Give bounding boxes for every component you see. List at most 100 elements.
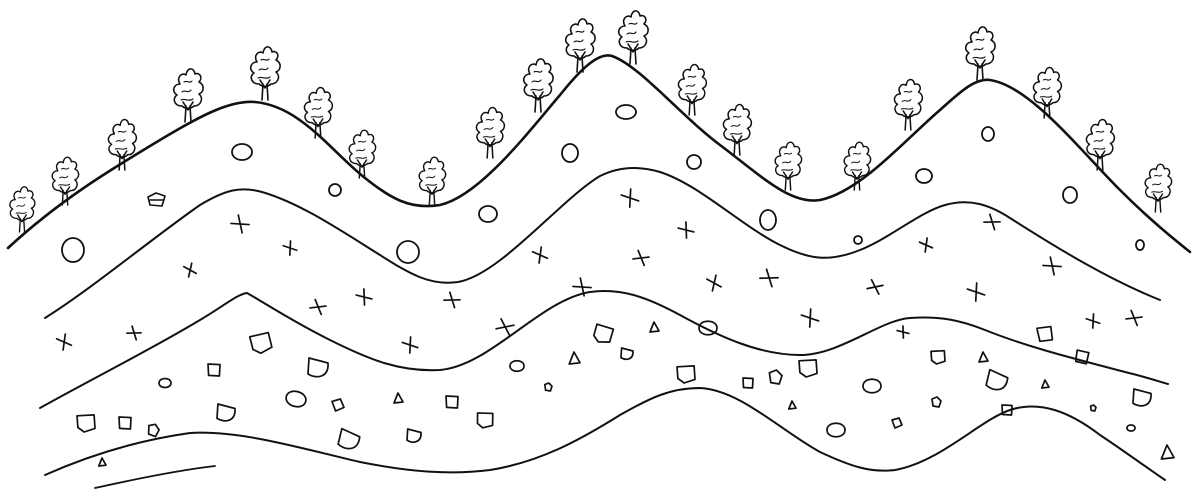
pebble-symbol	[338, 428, 361, 450]
pebble-symbol	[931, 351, 945, 364]
pebble-symbol	[1091, 405, 1096, 411]
pebble-symbol	[407, 429, 421, 442]
boundary-line-1	[45, 168, 1160, 318]
cross-symbol	[355, 288, 372, 305]
tree-icon	[524, 59, 553, 112]
cross-symbol	[983, 213, 1002, 232]
pebble-symbol	[799, 360, 817, 377]
cross-symbol	[230, 214, 250, 234]
ground-surface-line	[8, 55, 1190, 252]
pebble-symbol	[510, 361, 524, 372]
tree-icon	[1086, 120, 1114, 170]
cross-symbol	[443, 291, 462, 310]
cross-symbol	[1042, 256, 1062, 276]
pebble-symbol	[394, 393, 403, 403]
cross-symbol	[620, 188, 641, 209]
pebble-symbol	[217, 404, 235, 421]
tree-icon	[775, 142, 801, 190]
cross-symbol	[282, 240, 298, 256]
pebble-symbol	[863, 379, 881, 393]
pebble-symbol	[827, 423, 845, 437]
cross-symbol	[631, 248, 651, 268]
tree-group	[10, 11, 1172, 232]
pebble-symbol	[986, 369, 1009, 391]
pebble-symbol	[1133, 389, 1151, 406]
tree-icon	[52, 157, 78, 205]
cross-symbol	[530, 245, 550, 265]
cross-symbol	[54, 332, 74, 352]
cross-symbol	[677, 221, 694, 238]
pebble-symbol	[789, 401, 796, 409]
circle-symbol	[854, 236, 862, 244]
cross-symbol	[865, 277, 886, 298]
cross-symbol	[966, 282, 987, 303]
tree-icon	[1033, 68, 1061, 118]
tree-icon	[349, 130, 375, 178]
cross-symbol	[704, 273, 725, 294]
tree-icon	[10, 187, 35, 232]
cross-symbol	[759, 268, 780, 289]
tree-icon	[678, 65, 706, 115]
cross-symbol	[181, 261, 199, 279]
pebble-symbol	[147, 423, 160, 437]
tree-icon	[894, 80, 922, 130]
pebble-symbol	[148, 193, 165, 206]
pebble-symbol	[159, 379, 171, 388]
pebble-symbol	[1042, 380, 1049, 388]
pebble-symbol	[332, 399, 344, 411]
pebble-layer-symbols	[77, 321, 1174, 466]
pebble-symbol	[979, 352, 988, 362]
tree-icon	[966, 27, 995, 80]
circle-symbol	[479, 206, 497, 222]
cross-symbol	[896, 325, 909, 338]
circle-symbol	[62, 238, 84, 262]
tree-icon	[476, 108, 504, 158]
pebble-symbol	[119, 417, 131, 429]
circle-symbol	[232, 144, 252, 160]
pebble-symbol	[650, 322, 659, 332]
pebble-symbol	[743, 378, 753, 388]
pebble-symbol	[932, 397, 941, 407]
circle-symbol	[982, 127, 994, 141]
pebble-symbol	[208, 364, 220, 376]
cross-symbol	[1124, 308, 1144, 328]
circle-symbol	[760, 210, 776, 230]
pebble-symbol	[99, 458, 106, 466]
pebble-symbol	[569, 352, 580, 364]
pebble-symbol	[677, 366, 695, 383]
circle-symbol	[687, 155, 701, 169]
cross-symbol	[917, 236, 934, 253]
pebble-symbol	[1161, 445, 1174, 459]
cross-symbol	[800, 308, 821, 329]
tree-icon	[1145, 164, 1171, 212]
circle-layer-symbols	[62, 105, 1144, 263]
pebble-symbol	[1127, 425, 1135, 431]
pebble-symbol	[545, 383, 552, 391]
circle-symbol	[616, 105, 636, 119]
circle-symbol	[562, 144, 578, 162]
pebble-symbol	[284, 389, 307, 409]
tree-icon	[174, 69, 203, 122]
pebble-symbol	[308, 358, 328, 377]
pebble-symbol	[1037, 326, 1053, 342]
cross-symbol	[1085, 313, 1101, 329]
tree-icon	[304, 88, 332, 138]
pebble-symbol	[77, 415, 95, 432]
pebble-symbol	[591, 323, 614, 345]
cross-symbol	[308, 297, 328, 317]
pebble-symbol	[769, 370, 782, 384]
circle-symbol	[1063, 187, 1077, 203]
boundary-line-2	[40, 291, 1168, 408]
cross-symbol	[126, 325, 142, 341]
boundary-line-4	[95, 466, 215, 488]
circle-symbol	[397, 241, 419, 263]
pebble-symbol	[446, 396, 458, 408]
pebble-symbol	[476, 412, 493, 429]
tree-icon	[619, 11, 648, 64]
circle-symbol	[329, 184, 341, 196]
pebble-symbol	[621, 348, 633, 359]
pebble-symbol	[250, 332, 273, 354]
cross-symbol	[401, 336, 420, 355]
circle-symbol	[916, 169, 932, 183]
